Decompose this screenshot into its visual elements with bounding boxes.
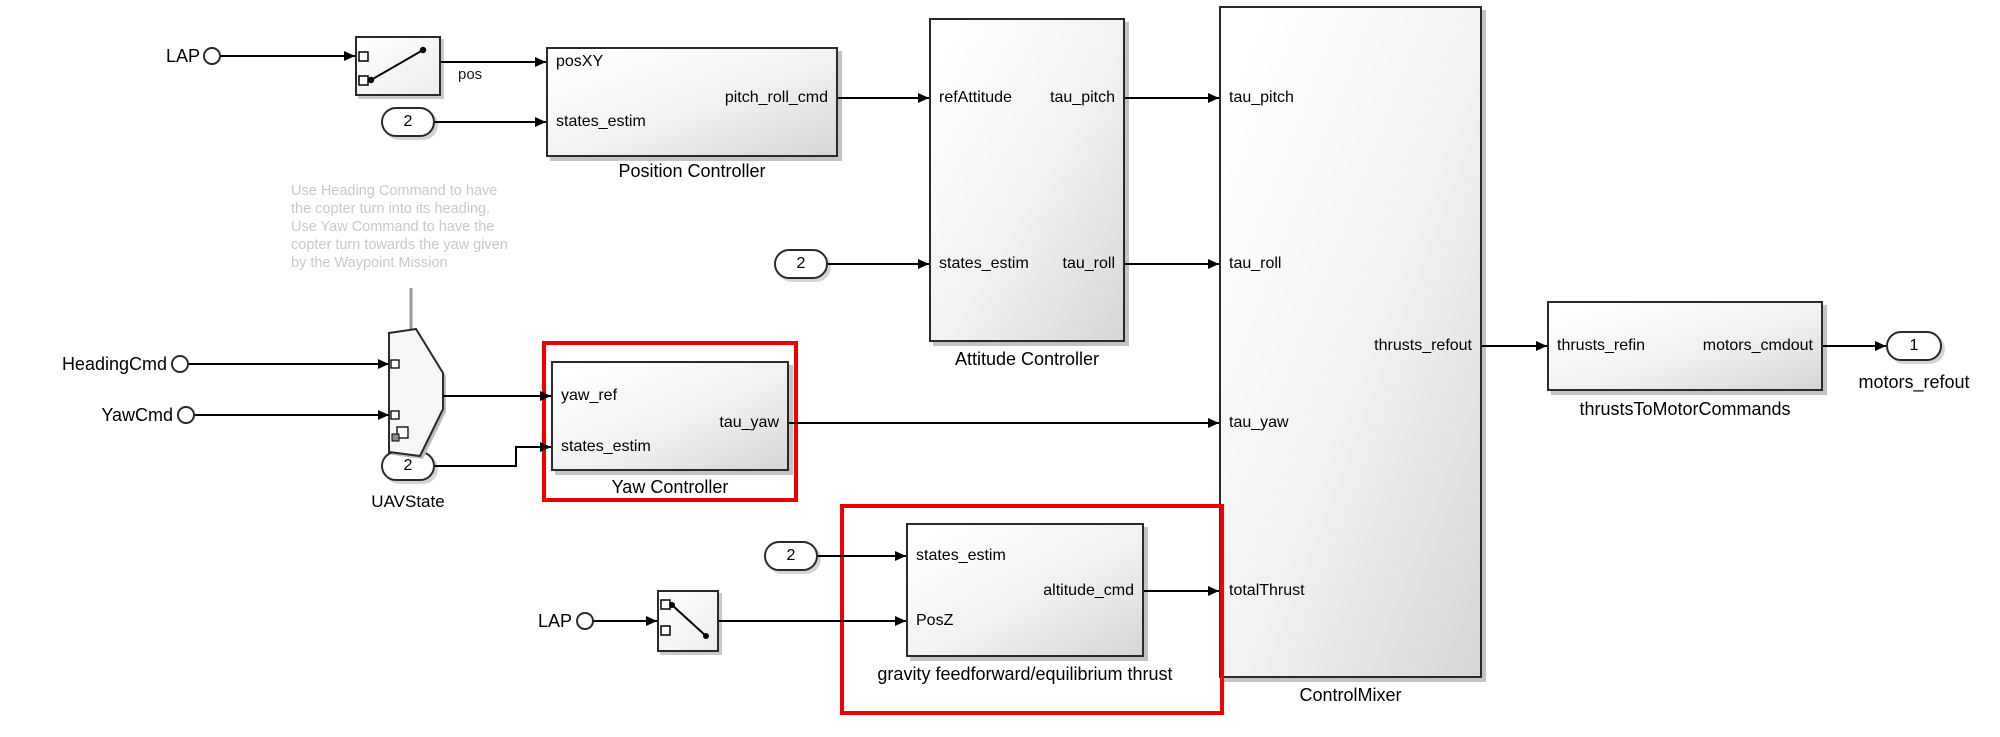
- manual-switch-icon: [358, 46, 427, 86]
- port-label-motors-cmdout: motors_cmdout: [1702, 337, 1813, 354]
- port-label-tau-pitch: tau_pitch: [1229, 89, 1294, 106]
- port-label-tau-roll: tau_roll: [1062, 255, 1115, 272]
- comment-line: the copter turn into its heading.: [291, 201, 491, 217]
- inport2-badge-gravity[interactable]: 2: [764, 541, 818, 571]
- inport-lap-bottom[interactable]: [576, 612, 594, 630]
- port-label-states-estim: states_estim: [561, 438, 651, 455]
- port-label-yaw-ref: yaw_ref: [561, 387, 618, 404]
- inport2-badge-uavstate[interactable]: 2: [381, 451, 435, 481]
- outport-1[interactable]: 1: [1886, 331, 1942, 361]
- inport-headingcmd[interactable]: [171, 355, 189, 373]
- port-label-tau-yaw: tau_yaw: [1229, 414, 1289, 431]
- highlight-box-gravity-feedforward: [840, 504, 1224, 715]
- port-label-pitch-roll-cmd: pitch_roll_cmd: [724, 89, 828, 106]
- manual-switch-block-top[interactable]: [355, 36, 441, 96]
- signal-label-pos: pos: [458, 66, 483, 83]
- port-label-thrusts-refout: thrusts_refout: [1374, 337, 1472, 354]
- port-label-tau-yaw: tau_yaw: [719, 414, 779, 431]
- outport-label-motors-refout: motors_refout: [1858, 372, 1970, 392]
- block-attitude-controller[interactable]: refAttitude states_estim tau_pitch tau_r…: [929, 18, 1125, 342]
- block-gravity-feedforward[interactable]: states_estim PosZ altitude_cmd: [906, 523, 1144, 657]
- port-label-tau-pitch: tau_pitch: [1050, 89, 1115, 106]
- inport-yawcmd[interactable]: [177, 406, 195, 424]
- manual-switch-icon: [660, 599, 709, 639]
- block-yaw-controller[interactable]: yaw_ref states_estim tau_yaw: [551, 361, 789, 471]
- block-thrusts-to-motor-commands[interactable]: thrusts_refin motors_cmdout: [1547, 301, 1823, 391]
- port-label-totalthrust: totalThrust: [1229, 582, 1305, 599]
- inport2-badge-position[interactable]: 2: [381, 107, 435, 137]
- port-label-posxy: posXY: [556, 53, 604, 70]
- block-position-controller[interactable]: posXY states_estim pitch_roll_cmd: [546, 47, 838, 157]
- comment-line: Use Yaw Command to have the: [291, 219, 495, 235]
- port-label-states-estim: states_estim: [556, 113, 646, 130]
- inport-label-headingcmd: HeadingCmd: [61, 354, 167, 374]
- block-name-gravity-feedforward: gravity feedforward/equilibrium thrust: [877, 664, 1173, 684]
- block-name-attitude-controller: Attitude Controller: [954, 349, 1100, 369]
- block-name-thrusts-to-motor-commands: thrustsToMotorCommands: [1579, 399, 1791, 419]
- port-label-states-estim: states_estim: [939, 255, 1029, 272]
- port-label-thrusts-refin: thrusts_refin: [1557, 337, 1646, 354]
- port-label-altitude-cmd: altitude_cmd: [1043, 582, 1134, 599]
- port-label-posz: PosZ: [916, 612, 954, 629]
- comment-line: copter turn towards the yaw given: [291, 237, 508, 253]
- inport-label-yawcmd: YawCmd: [101, 405, 173, 425]
- inport2-badge-attitude[interactable]: 2: [774, 249, 828, 279]
- block-name-position-controller: Position Controller: [618, 161, 766, 181]
- highlight-box-yaw-controller: [542, 341, 798, 502]
- uavstate-label: UAVState: [371, 492, 445, 511]
- annotation-note[interactable]: Use Heading Command to have the copter t…: [291, 182, 508, 272]
- inport-lap-top[interactable]: [203, 47, 221, 65]
- block-name-control-mixer: ControlMixer: [1299, 685, 1402, 705]
- port-label-tau-roll: tau_roll: [1229, 255, 1282, 272]
- port-label-refattitude: refAttitude: [939, 89, 1012, 106]
- inport-label-lap-top: LAP: [165, 46, 200, 66]
- inport-label-lap-bottom: LAP: [537, 611, 572, 631]
- port-label-states-estim: states_estim: [916, 547, 1006, 564]
- block-control-mixer[interactable]: tau_pitch tau_roll tau_yaw totalThrust t…: [1219, 6, 1482, 678]
- block-name-yaw-controller: Yaw Controller: [611, 477, 729, 497]
- comment-line: by the Waypoint Mission: [291, 255, 448, 271]
- wire-uavstate-to-yawcontroller[interactable]: [435, 442, 551, 467]
- comment-line: Use Heading Command to have: [291, 183, 498, 199]
- manual-switch-block-bottom[interactable]: [657, 590, 719, 652]
- heading-yaw-merge-block[interactable]: [388, 327, 444, 458]
